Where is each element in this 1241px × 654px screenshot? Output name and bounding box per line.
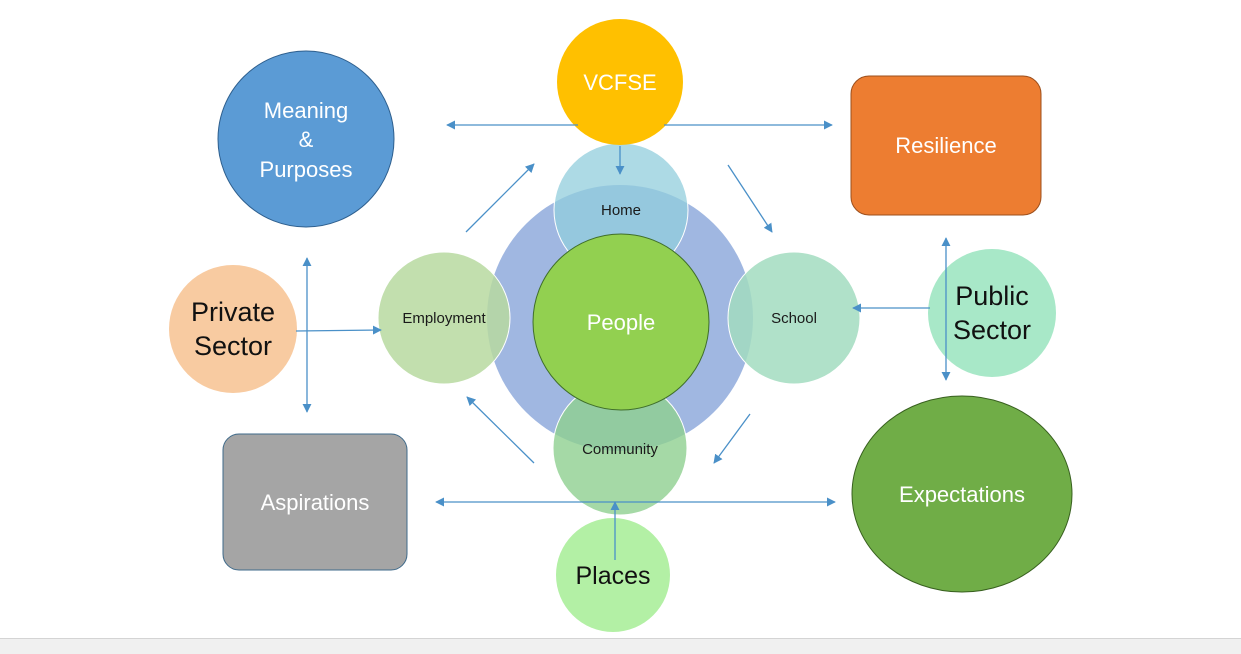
employment-node[interactable]: Employment bbox=[377, 251, 511, 385]
private-sector-circle bbox=[169, 265, 297, 393]
vcfse-label: VCFSE bbox=[583, 70, 656, 95]
aspirations-box bbox=[222, 433, 408, 571]
bottom-status-bar bbox=[0, 638, 1241, 654]
school-label: School bbox=[771, 310, 817, 327]
places-node[interactable]: Places bbox=[556, 518, 670, 632]
vcfse-node[interactable]: VCFSE bbox=[557, 19, 683, 145]
public-sector-node[interactable]: Public Sector bbox=[928, 249, 1056, 377]
people-circle bbox=[532, 233, 710, 411]
meaning-label-line1: Meaning bbox=[264, 98, 348, 123]
arrow-cycle-top-right bbox=[727, 164, 773, 233]
resilience-box bbox=[850, 75, 1042, 216]
meaning-purposes-node[interactable]: Meaning & Purposes bbox=[217, 50, 395, 228]
meaning-label-line2: & bbox=[299, 127, 314, 152]
private-sector-line1: Private bbox=[191, 297, 275, 327]
expectations-label: Expectations bbox=[899, 482, 1025, 507]
resilience-label: Resilience bbox=[895, 133, 997, 158]
private-sector-line2: Sector bbox=[194, 331, 272, 361]
community-node[interactable]: Community bbox=[552, 380, 688, 516]
meaning-purposes-circle bbox=[217, 50, 395, 228]
aspirations-label: Aspirations bbox=[261, 490, 370, 515]
community-label: Community bbox=[582, 441, 658, 458]
arrow-cycle-top-left bbox=[465, 163, 535, 233]
places-label: Places bbox=[575, 562, 650, 590]
resilience-node[interactable]: Resilience bbox=[850, 75, 1042, 216]
connector-arrows bbox=[295, 120, 951, 560]
school-circle bbox=[727, 251, 861, 385]
school-node[interactable]: School bbox=[727, 251, 861, 385]
arrow-cycle-bottom-right bbox=[713, 413, 751, 464]
private-sector-node[interactable]: Private Sector bbox=[169, 265, 297, 393]
home-label: Home bbox=[601, 202, 641, 219]
employment-label: Employment bbox=[402, 310, 486, 327]
public-sector-circle bbox=[928, 249, 1056, 377]
public-sector-line2: Sector bbox=[953, 315, 1031, 345]
arrow-cycle-bottom-left bbox=[466, 396, 535, 464]
people-node[interactable]: People bbox=[532, 233, 710, 411]
arrow-private-to-employment bbox=[295, 325, 382, 335]
meaning-label-line3: Purposes bbox=[260, 157, 353, 182]
vcfse-circle bbox=[557, 19, 683, 145]
expectations-ellipse bbox=[851, 395, 1073, 593]
aspirations-node[interactable]: Aspirations bbox=[222, 433, 408, 571]
places-circle bbox=[556, 518, 670, 632]
people-label: People bbox=[587, 310, 656, 335]
public-sector-line1: Public bbox=[955, 281, 1029, 311]
expectations-node[interactable]: Expectations bbox=[851, 395, 1073, 593]
employment-circle bbox=[377, 251, 511, 385]
